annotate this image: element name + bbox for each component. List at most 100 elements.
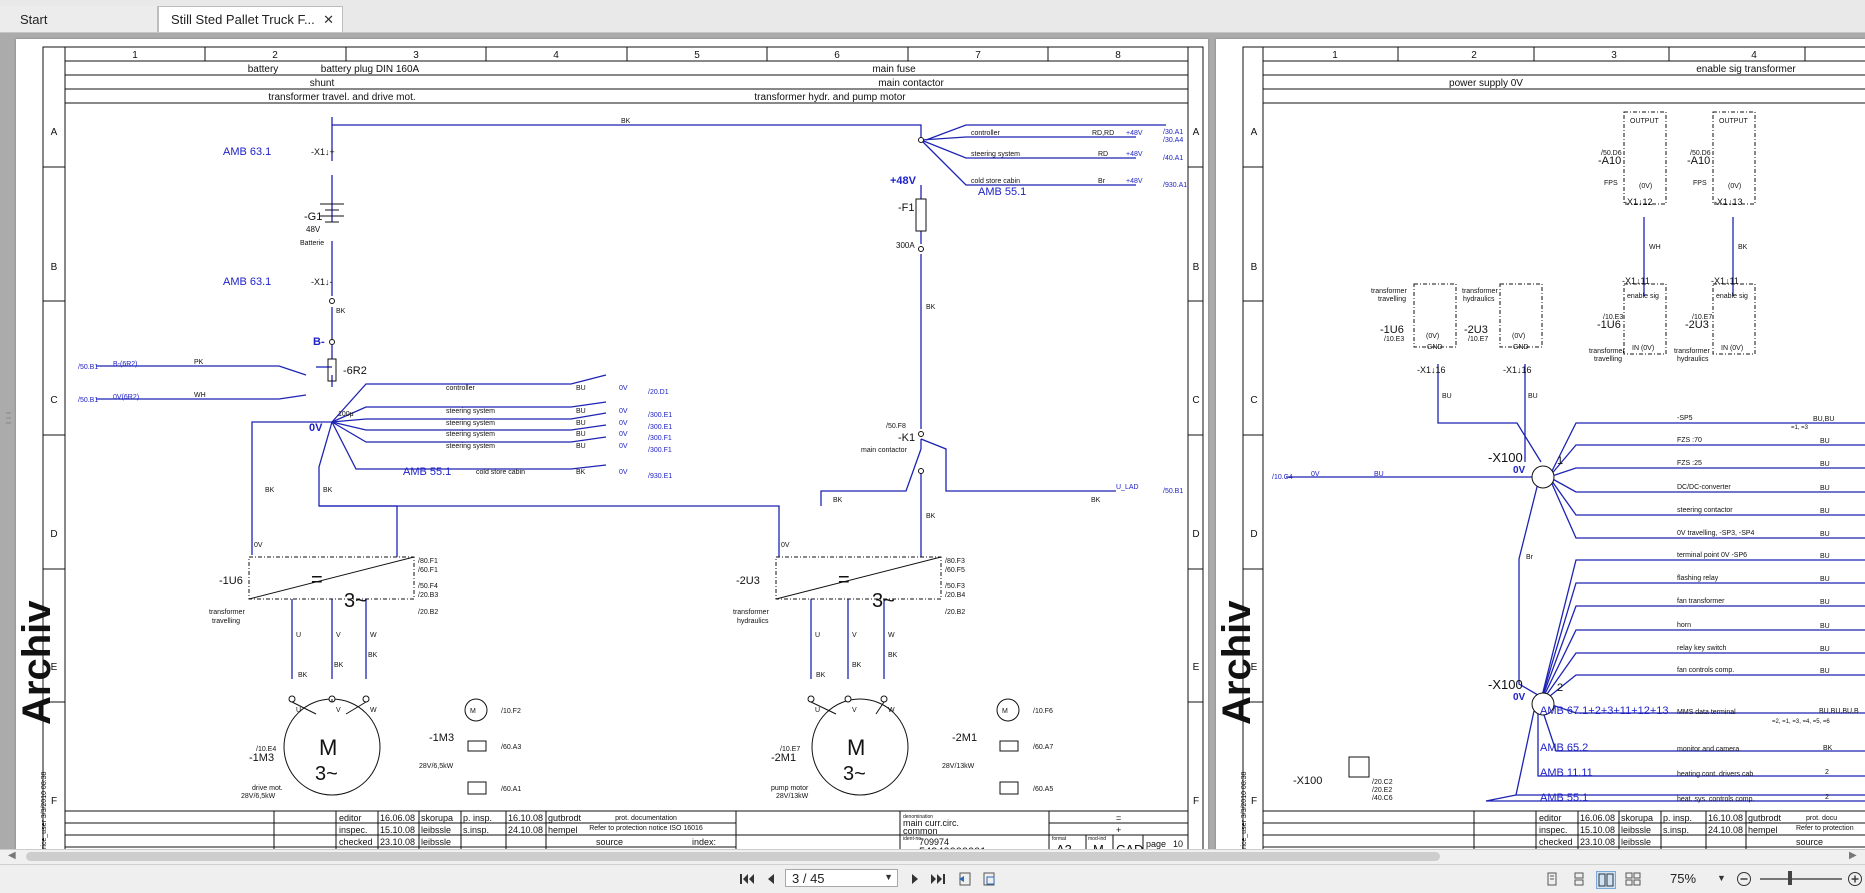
two-page-view-icon[interactable]: [1596, 871, 1616, 889]
scroll-left-icon[interactable]: ◀: [8, 850, 16, 861]
sm2-rating: 28V/13kW: [942, 763, 975, 770]
tb-ident-no: 709974: [919, 837, 949, 847]
row-a-right: A: [1193, 127, 1200, 138]
document-viewer[interactable]: 1 2 3 4 5 6 7 8 A B C D E F A B C D: [0, 33, 1865, 852]
header-main-fuse: main fuse: [872, 64, 916, 75]
r-amb-65-txt: monitor and camera: [1677, 746, 1739, 753]
r-tb-editor: editor: [1539, 813, 1562, 823]
zoom-in-icon[interactable]: [1846, 871, 1864, 887]
archiv-stamp: Archiv: [16, 600, 59, 725]
page-number-input[interactable]: 3 / 45 ▼: [785, 869, 898, 887]
zoom-slider[interactable]: [1760, 878, 1842, 880]
tb-prot-notice: Refer to protection notice ISO 16016: [589, 825, 703, 832]
u3-v: V: [852, 632, 857, 639]
r-a10a-ref: /50.D6: [1601, 150, 1622, 157]
r-th-2: transformer: [1462, 288, 1498, 295]
r-tb-d2: 15.10.08: [1580, 825, 1615, 835]
zoom-out-icon[interactable]: [1735, 871, 1753, 887]
u6-ref-1: /80.F1: [418, 558, 438, 565]
row-f: F: [51, 796, 57, 807]
u3-ref-4: /20.B4: [945, 592, 965, 599]
u6-ref-3: /50.F4: [418, 583, 438, 590]
sm1-ref-b: /60.A3: [501, 744, 521, 751]
u3-ref-1: /80.F3: [945, 558, 965, 565]
single-page-view-icon[interactable]: [1543, 871, 1561, 887]
horizontal-scrollbar[interactable]: ◀ ▶: [0, 849, 1865, 864]
r-enable-1: enable sig: [1627, 293, 1659, 300]
tb-mode: mod-ind: [1088, 836, 1106, 842]
m1-w: W: [888, 707, 895, 714]
sm2-ref-a: /10.F6: [1033, 708, 1053, 715]
r-branch-8: flashing relay: [1677, 575, 1719, 582]
r-x100-2: -X100: [1488, 677, 1523, 692]
two-page-continuous-icon[interactable]: [1624, 871, 1642, 887]
r-header-power: power supply 0V: [1449, 78, 1523, 89]
tb-index: index:: [692, 837, 716, 847]
u3-desc: transformer: [733, 609, 769, 616]
first-page-icon[interactable]: [738, 871, 756, 887]
load-ref-3: /300.E1: [648, 424, 672, 431]
r-x100-2-ov: 0V: [1513, 692, 1526, 703]
tab-document[interactable]: Still Sted Pallet Truck F...✕: [158, 6, 343, 32]
row-d: D: [50, 529, 57, 540]
r-amb-67-w: BU,BU,BU,B: [1819, 708, 1859, 715]
page-forward-icon[interactable]: [980, 871, 998, 887]
r-row-c: C: [1250, 395, 1257, 406]
close-icon[interactable]: ✕: [323, 12, 334, 27]
zoom-level[interactable]: 75%: [1670, 871, 1697, 886]
r-wh: WH: [1649, 244, 1661, 251]
tb-sinsp-date: 24.10.08: [508, 825, 543, 835]
r-a10a: -A10: [1598, 155, 1621, 167]
page-number-value: 3 / 45: [792, 870, 825, 886]
u6-eq: =: [311, 569, 323, 591]
u-lad: U_LAD: [1116, 484, 1139, 491]
u6-u: U: [296, 632, 301, 639]
sm1-name: -1M3: [429, 732, 454, 744]
chevron-down-icon[interactable]: ▼: [884, 872, 893, 882]
load-0v-1: 0V: [619, 385, 628, 392]
r-x16b: -X1↓16: [1503, 365, 1532, 375]
r-side-stamp: rice_user 3/3/2010 08:38: [1241, 771, 1248, 849]
load-0v-5: 0V: [619, 443, 628, 450]
tab-start[interactable]: Start: [0, 6, 158, 32]
wire-pk: PK: [194, 359, 204, 366]
g1-battery: Batterie: [300, 240, 324, 247]
zoom-slider-thumb[interactable]: [1788, 871, 1792, 885]
m1-desc: pump motor: [771, 785, 809, 792]
scrollbar-thumb[interactable]: [26, 852, 1440, 861]
r-x13: -X1↓13: [1714, 197, 1743, 207]
wire-bk-7: BK: [1091, 497, 1101, 504]
tb-main-curr: main curr.circ.: [903, 818, 959, 828]
title-block: [65, 810, 1188, 852]
r-branch-9: fan transformer: [1677, 598, 1725, 605]
next-page-icon[interactable]: [906, 871, 924, 887]
g1-label: -G1: [304, 211, 322, 223]
previous-page-icon[interactable]: [762, 871, 780, 887]
header-battery: battery: [248, 64, 279, 75]
r-amb-55: AMB 55.1: [1540, 792, 1588, 804]
m3-w: W: [370, 707, 377, 714]
row-b-right: B: [1193, 262, 1200, 273]
r2-label: -6R2: [343, 365, 367, 377]
zoom-dropdown-icon[interactable]: ▼: [1717, 873, 1726, 883]
r-gnd-2: GND: [1513, 344, 1529, 351]
r-tb-pinsp: p. insp.: [1663, 813, 1692, 823]
scroll-right-icon[interactable]: ▶: [1849, 850, 1857, 861]
sm1-ref-c: /60.A1: [501, 786, 521, 793]
u6-desc2: travelling: [212, 618, 240, 625]
tb-inspec: inspec.: [339, 825, 368, 835]
r-inov-2: IN (0V): [1721, 345, 1743, 352]
page-back-icon[interactable]: [956, 871, 974, 887]
tb-inspec-name: leibssle: [421, 825, 451, 835]
tb-pinsp: p. insp.: [463, 813, 492, 823]
continuous-view-icon[interactable]: [1570, 871, 1588, 887]
r-tb-sinsp: s.insp.: [1663, 825, 1689, 835]
m3-v: V: [336, 707, 341, 714]
last-page-icon[interactable]: [929, 871, 947, 887]
tb-denomination: denomination: [903, 814, 933, 820]
col-2: 2: [272, 50, 278, 61]
tb-sinsp-name: hempel: [548, 825, 578, 835]
top-48v-2: +48V: [1126, 151, 1143, 158]
panel-resize-grip[interactable]: [6, 409, 11, 431]
load-0v-3: 0V: [619, 420, 628, 427]
